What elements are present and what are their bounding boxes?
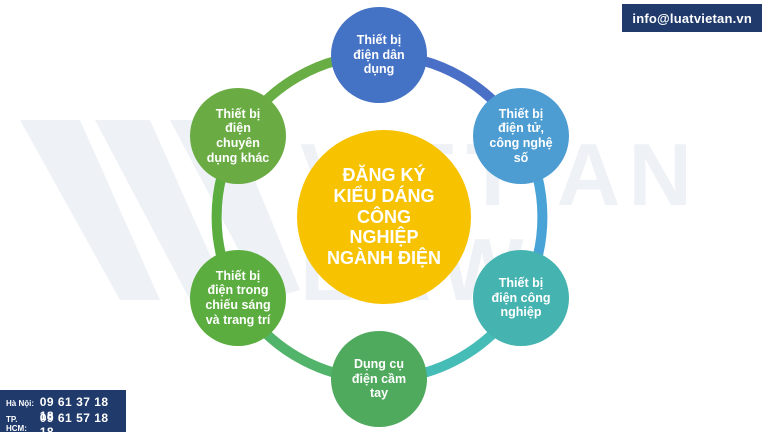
hcm-label: TP. HCM: [6,415,27,433]
phone-row-hcm: TP. HCM: 09 61 57 18 18 [6,411,126,439]
category-household-label: Thiết bị điện dân dụng [353,32,405,77]
category-electronics-circle: Thiết bị điện tử, công nghệ số [473,88,569,184]
email-banner[interactable]: info@luatvietan.vn [622,4,762,32]
email-text: info@luatvietan.vn [632,10,752,26]
hcm-phone[interactable]: 09 61 57 18 18 [39,411,109,439]
hanoi-label: Hà Nội: [6,399,34,408]
center-topic-circle: ĐĂNG KÝ KIỂU DÁNG CÔNG NGHIỆP NGÀNH ĐIỆN [297,130,471,304]
category-industrial-label: Thiết bị điện công nghiệp [491,275,551,320]
category-handheld-tools-circle: Dụng cụ điện cầm tay [331,331,427,427]
hanoi-phone[interactable]: 09 61 37 18 18 [39,395,109,423]
category-specialized-circle: Thiết bị điện chuyên dụng khác [190,88,286,184]
center-topic-label: ĐĂNG KÝ KIỂU DÁNG CÔNG NGHIỆP NGÀNH ĐIỆN [326,165,441,269]
category-household-circle: Thiết bị điện dân dụng [331,7,427,103]
phone-row-hanoi: Hà Nội: 09 61 37 18 18 [6,395,126,423]
category-industrial-circle: Thiết bị điện công nghiệp [473,250,569,346]
category-handheld-tools-label: Dụng cụ điện cầm tay [351,356,407,401]
category-lighting-label: Thiết bị điện trong chiếu sáng và trang … [205,268,271,327]
phone-banner: Hà Nội: 09 61 37 18 18 TP. HCM: 09 61 57… [0,390,126,439]
category-electronics-label: Thiết bị điện tử, công nghệ số [489,106,553,165]
category-lighting-circle: Thiết bị điện trong chiếu sáng và trang … [190,250,286,346]
category-specialized-label: Thiết bị điện chuyên dụng khác [206,106,270,165]
